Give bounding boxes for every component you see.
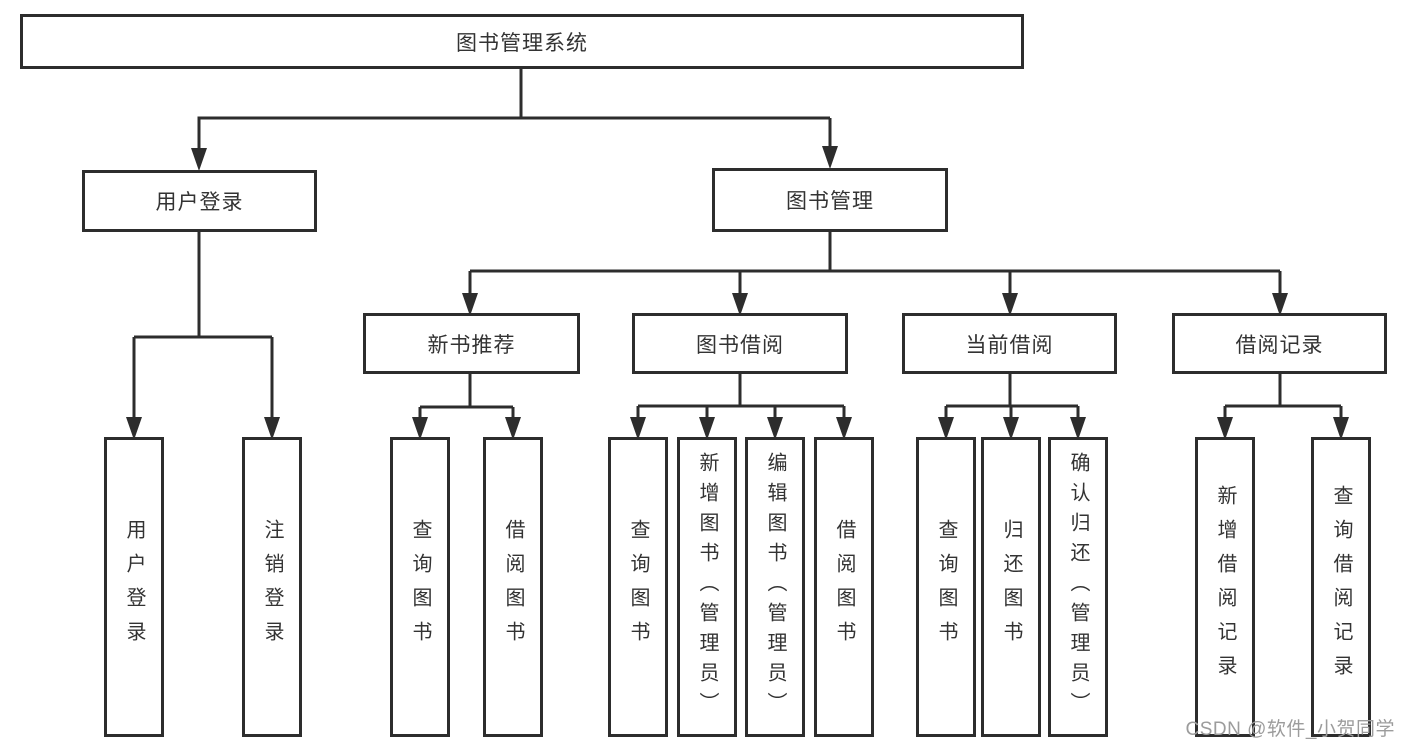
connector-book-management [468, 232, 1282, 311]
arrowheads [126, 146, 1349, 440]
node-book-management-label: 图书管理 [786, 190, 874, 213]
node-borrow-records: 借阅记录 [1172, 313, 1387, 374]
connector-root [197, 69, 832, 166]
connector-user-login [132, 232, 274, 434]
node-query-books-borrow-label: 查询图书 [627, 519, 649, 655]
node-query-borrow-record-label: 查询借阅记录 [1330, 485, 1352, 689]
node-book-management: 图书管理 [712, 168, 948, 232]
node-current-borrow-label: 当前借阅 [965, 333, 1054, 357]
node-logout-action: 注销登录 [242, 437, 302, 737]
node-query-books-borrow: 查询图书 [608, 437, 668, 737]
node-confirm-return-admin: 确认归还（管理员） [1048, 437, 1108, 737]
node-user-login-action: 用户登录 [104, 437, 164, 737]
node-book-borrow: 图书借阅 [632, 313, 848, 374]
node-borrow-books-recommend-label: 借阅图书 [502, 519, 524, 655]
node-add-borrow-record: 新增借阅记录 [1195, 437, 1255, 737]
node-user-login-action-label: 用户登录 [123, 519, 145, 655]
node-confirm-return-admin-label: 确认归还（管理员） [1067, 452, 1089, 722]
csdn-watermark: CSDN @软件_小贺同学 [1185, 719, 1395, 740]
node-add-borrow-record-label: 新增借阅记录 [1214, 485, 1236, 689]
node-query-books-current: 查询图书 [916, 437, 976, 737]
node-borrow-books-action-label: 借阅图书 [833, 519, 855, 655]
node-add-books-admin-label: 新增图书（管理员） [696, 452, 718, 722]
node-new-book-recommend: 新书推荐 [363, 313, 580, 374]
node-return-books-label: 归还图书 [1000, 519, 1022, 655]
node-user-login: 用户登录 [82, 170, 317, 232]
node-edit-books-admin-label: 编辑图书（管理员） [764, 452, 786, 722]
node-user-login-label: 用户登录 [155, 191, 244, 214]
node-book-borrow-label: 图书借阅 [696, 333, 784, 357]
node-logout-action-label: 注销登录 [261, 519, 283, 655]
node-return-books: 归还图书 [981, 437, 1041, 737]
node-edit-books-admin: 编辑图书（管理员） [745, 437, 805, 737]
node-borrow-books-action: 借阅图书 [814, 437, 874, 737]
node-query-books-recommend: 查询图书 [390, 437, 450, 737]
connector-borrow-records [1223, 374, 1343, 434]
node-borrow-records-label: 借阅记录 [1235, 333, 1324, 357]
node-current-borrow: 当前借阅 [902, 313, 1117, 374]
node-add-books-admin: 新增图书（管理员） [677, 437, 737, 737]
node-query-borrow-record: 查询借阅记录 [1311, 437, 1371, 737]
connector-book-borrow [636, 374, 846, 434]
node-root-system: 图书管理系统 [20, 14, 1024, 69]
node-new-book-recommend-label: 新书推荐 [427, 333, 516, 357]
node-query-books-current-label: 查询图书 [935, 519, 957, 655]
node-borrow-books-recommend: 借阅图书 [483, 437, 543, 737]
connector-new-book-recommend [418, 374, 515, 434]
node-query-books-recommend-label: 查询图书 [409, 519, 431, 655]
node-root-system-label: 图书管理系统 [456, 31, 588, 55]
